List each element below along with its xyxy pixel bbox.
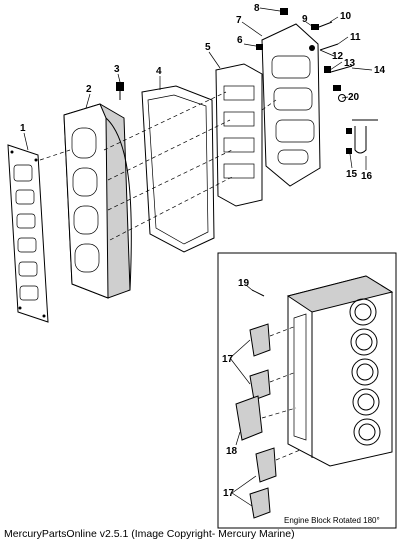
inset-frame — [217, 252, 397, 529]
engine-block — [286, 275, 394, 467]
part-4-gasket — [141, 85, 215, 253]
callout-9: 9 — [302, 14, 308, 25]
alignment-lines — [39, 91, 277, 241]
callout-17-upper: 17 — [222, 354, 234, 365]
callout-15: 15 — [346, 169, 358, 180]
callout-20: 20 — [348, 92, 360, 103]
inset-alignment-lines — [261, 325, 301, 461]
image-copyright-footer: MercuryPartsOnline v2.5.1 (Image Copyrig… — [4, 528, 295, 540]
callout-1: 1 — [20, 123, 26, 134]
callout-12: 12 — [332, 51, 344, 62]
part-19-pin — [251, 289, 265, 297]
callout-7: 7 — [236, 15, 242, 26]
inset-brackets — [235, 323, 277, 519]
callout-14: 14 — [374, 65, 386, 76]
callout-8: 8 — [254, 3, 260, 14]
callout-19: 19 — [238, 278, 250, 289]
part-3-bolt — [116, 82, 124, 100]
callout-3: 3 — [114, 64, 120, 75]
part-2-exhaust-housing — [63, 103, 132, 299]
callout-13: 13 — [344, 58, 356, 69]
callout-16: 16 — [361, 171, 373, 182]
callout-5: 5 — [205, 42, 211, 53]
part-7-exhaust-cover — [261, 23, 321, 187]
callout-11: 11 — [350, 32, 361, 43]
part-1-cover-plate — [7, 144, 49, 323]
callout-17-lower: 17 — [223, 488, 235, 499]
part-5-divider-plate — [215, 63, 263, 207]
inset-caption: Engine Block Rotated 180° — [284, 516, 380, 525]
callout-4: 4 — [156, 66, 162, 77]
leader-lines — [23, 7, 373, 507]
callout-10: 10 — [340, 11, 352, 22]
callout-2: 2 — [86, 84, 92, 95]
callout-labels: 1 2 3 4 5 6 7 8 9 10 11 12 13 14 15 16 1… — [20, 3, 386, 525]
callout-6: 6 — [237, 35, 243, 46]
callout-18: 18 — [226, 446, 238, 457]
part-15-16-clip-bracket — [346, 119, 378, 154]
